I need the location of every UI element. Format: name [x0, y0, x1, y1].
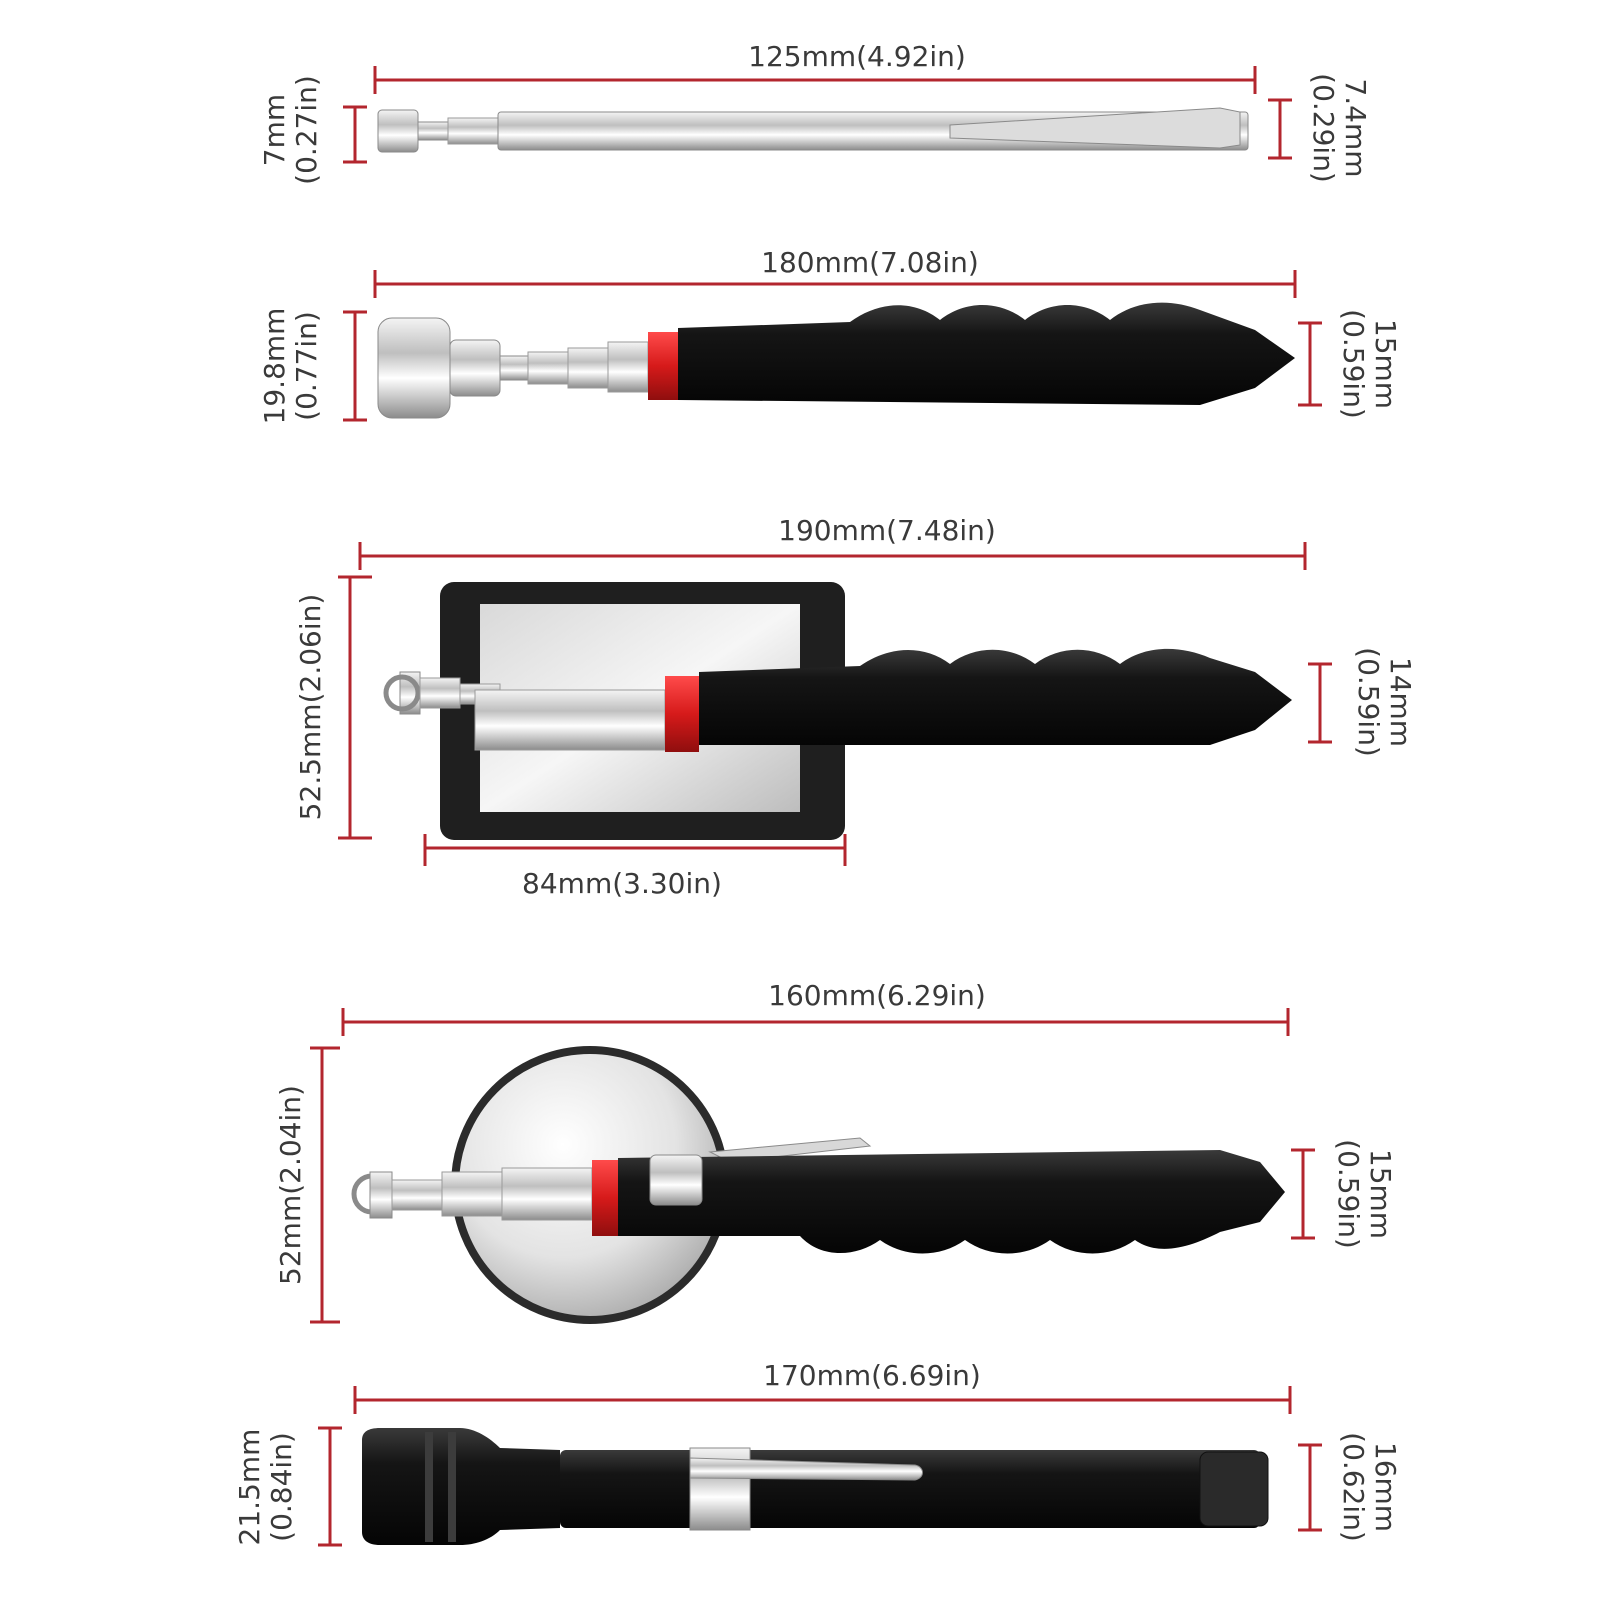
- right-label-line2: (0.29in): [1307, 73, 1340, 183]
- left-dimension-line: [338, 575, 372, 840]
- rect-mirror-illustration: [383, 582, 1292, 840]
- length-label: 160mm(6.29in): [768, 979, 986, 1012]
- right-label: 7.4mm (0.29in): [1307, 73, 1372, 183]
- right-label: 15mm (0.59in): [1337, 309, 1402, 419]
- length-dimension-line: [358, 542, 1307, 570]
- tool-magnetic-pen-pickup: 125mm(4.92in) 7mm (0.27in) 7.4mm (0.29in…: [258, 40, 1372, 185]
- left-label: 21.5mm (0.84in): [233, 1429, 298, 1546]
- left-dimension-line: [318, 1426, 342, 1547]
- right-dimension-line: [1268, 98, 1292, 160]
- length-label: 180mm(7.08in): [761, 246, 979, 279]
- length-label: 170mm(6.69in): [763, 1359, 981, 1392]
- left-label-line1: 52.5mm(2.06in): [294, 594, 327, 821]
- left-dimension-line: [343, 105, 367, 164]
- right-label-line1: 16mm: [1369, 1442, 1402, 1532]
- left-label-line2: (0.84in): [265, 1432, 298, 1542]
- left-dimension-line: [310, 1046, 340, 1324]
- left-dimension-line: [343, 310, 367, 422]
- magnet-pickup-illustration: [377, 302, 1295, 419]
- left-label-line2: (0.27in): [290, 75, 323, 185]
- tool-flexible-flashlight: 170mm(6.69in) 21.5mm (0.84in) 16mm (0.62…: [233, 1359, 1402, 1547]
- right-label-line2: (0.59in): [1337, 309, 1370, 419]
- left-label-line1: 52mm(2.04in): [274, 1085, 307, 1285]
- round-mirror-illustration: [351, 1046, 1285, 1324]
- length-dimension-line: [373, 66, 1257, 94]
- right-label-line1: 14mm: [1384, 657, 1417, 747]
- right-label: 14mm (0.59in): [1352, 647, 1417, 757]
- left-label-line1: 21.5mm: [233, 1429, 266, 1546]
- left-label: 52.5mm(2.06in): [294, 594, 327, 821]
- right-dimension-line: [1298, 321, 1322, 407]
- length-label: 125mm(4.92in): [748, 40, 966, 73]
- right-label-line1: 15mm: [1364, 1149, 1397, 1239]
- right-dimension-line: [1298, 1443, 1322, 1532]
- left-label: 7mm (0.27in): [258, 75, 323, 185]
- right-dimension-line: [1308, 662, 1332, 744]
- tool-round-inspection-mirror: 160mm(6.29in) 52mm(2.04in) 15mm (0.59in): [274, 979, 1397, 1324]
- tool-telescoping-magnet-pickup: 180mm(7.08in) 19.8mm (0.77in) 15mm (0.59…: [258, 246, 1402, 424]
- length-dimension-line: [373, 270, 1297, 298]
- pen-pickup-illustration: [377, 107, 1249, 153]
- length-label: 190mm(7.48in): [778, 514, 996, 547]
- length-dimension-line: [341, 1008, 1290, 1036]
- right-label-line2: (0.62in): [1337, 1432, 1370, 1542]
- left-label-line1: 7mm: [258, 94, 291, 166]
- right-label: 15mm (0.59in): [1332, 1139, 1397, 1249]
- right-label-line2: (0.59in): [1332, 1139, 1365, 1249]
- right-label-line2: (0.59in): [1352, 647, 1385, 757]
- flashlight-illustration: [362, 1428, 1269, 1545]
- left-label-line1: 19.8mm: [258, 308, 291, 425]
- width-label: 84mm(3.30in): [522, 867, 722, 900]
- right-label: 16mm (0.62in): [1337, 1432, 1402, 1542]
- left-label: 52mm(2.04in): [274, 1085, 307, 1285]
- right-dimension-line: [1291, 1148, 1315, 1240]
- width-dimension-line: [423, 834, 847, 866]
- tool-rectangular-inspection-mirror: 190mm(7.48in) 52.5mm(2.06in) 14mm (0.59i…: [294, 514, 1417, 900]
- right-label-line1: 7.4mm: [1339, 78, 1372, 177]
- length-dimension-line: [353, 1386, 1292, 1414]
- left-label: 19.8mm (0.77in): [258, 308, 323, 425]
- left-label-line2: (0.77in): [290, 311, 323, 421]
- right-label-line1: 15mm: [1369, 319, 1402, 409]
